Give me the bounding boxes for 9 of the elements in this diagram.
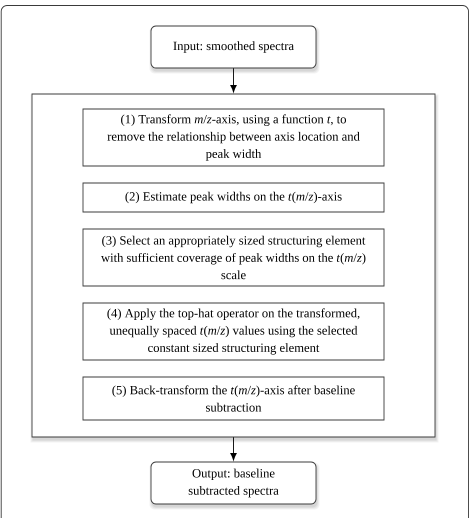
process-box: (3) Select an appropriately sized structuring element with sufficient coverage of peak widths on the t(m/z) scale: [82, 228, 384, 286]
arrow: [230, 68, 237, 92]
terminal-box: Output: baseline subtracted spectra: [150, 462, 320, 510]
terminal-box: Input: smoothed spectra: [150, 26, 320, 74]
process-box: (2) Estimate peak widths on the t(m/z)-axis: [82, 182, 384, 212]
process-box: (5) Back-transform the t(m/z)-axis after baseline subtraction: [82, 376, 384, 420]
process-box: (4) Apply the top-hat operator on the transformed, unequally spaced t(m/z) values using the selected constant sized structuring element: [82, 302, 384, 360]
process-box: (1) Transform m/z-axis, using a function t, to remove the relationship between axis location and peak width: [82, 108, 384, 166]
arrow: [230, 437, 237, 460]
